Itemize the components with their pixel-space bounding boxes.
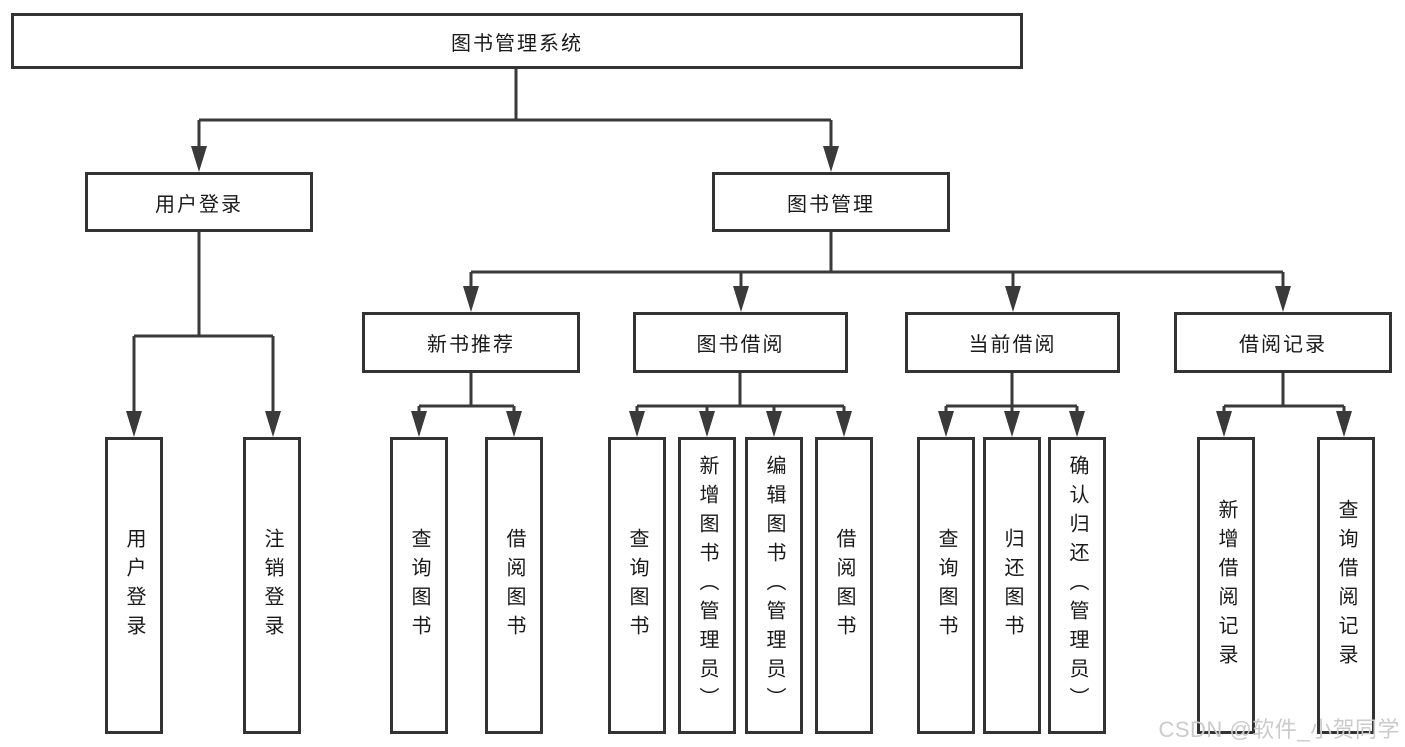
leaf-records-query-borrow-record-label: 查询借阅记录 <box>1335 498 1357 673</box>
leaf-user-login: 用户登录 <box>105 437 163 734</box>
leaf-recommend-borrow-books-label: 借阅图书 <box>503 527 525 644</box>
leaf-recommend-borrow-books: 借阅图书 <box>485 437 543 734</box>
node-borrowing-records: 借阅记录 <box>1174 312 1392 373</box>
node-borrowing-records-label: 借阅记录 <box>1239 334 1327 356</box>
leaf-current-confirm-return-admin-label: 确认归还（管理员） <box>1066 455 1088 716</box>
leaf-logout: 注销登录 <box>243 437 301 734</box>
leaf-current-query-books-label: 查询图书 <box>935 527 957 644</box>
node-new-book-recommendation: 新书推荐 <box>362 312 580 373</box>
node-book-management: 图书管理 <box>712 172 950 232</box>
leaf-borrowing-borrow-books: 借阅图书 <box>815 437 873 734</box>
leaf-user-login-label: 用户登录 <box>123 527 145 644</box>
leaf-borrowing-query-books: 查询图书 <box>608 437 666 734</box>
node-library-management-system-label: 图书管理系统 <box>451 32 583 55</box>
node-user-login: 用户登录 <box>85 172 313 232</box>
leaf-current-confirm-return-admin: 确认归还（管理员） <box>1048 437 1106 734</box>
leaf-recommend-query-books-label: 查询图书 <box>408 527 430 644</box>
node-library-management-system: 图书管理系统 <box>11 13 1023 69</box>
node-book-management-label: 图书管理 <box>787 193 875 216</box>
leaf-records-add-borrow-record-label: 新增借阅记录 <box>1215 498 1237 673</box>
leaf-current-return-books-label: 归还图书 <box>1001 527 1023 644</box>
leaf-records-query-borrow-record: 查询借阅记录 <box>1317 437 1375 734</box>
leaf-borrowing-borrow-books-label: 借阅图书 <box>833 527 855 644</box>
leaf-records-add-borrow-record: 新增借阅记录 <box>1197 437 1255 734</box>
node-new-book-recommendation-label: 新书推荐 <box>427 334 515 356</box>
leaf-borrowing-query-books-label: 查询图书 <box>626 527 648 644</box>
node-current-borrowing-label: 当前借阅 <box>968 334 1057 356</box>
leaf-logout-label: 注销登录 <box>261 527 283 644</box>
leaf-recommend-query-books: 查询图书 <box>390 437 448 734</box>
watermark-text: CSDN @软件_小贺同学 <box>1158 717 1400 742</box>
leaf-current-query-books: 查询图书 <box>917 437 975 734</box>
arrowhead-icons <box>126 146 1352 437</box>
leaf-borrowing-edit-books-admin: 编辑图书（管理员） <box>745 437 803 734</box>
node-book-borrowing-label: 图书借阅 <box>696 334 785 356</box>
leaf-borrowing-add-books-admin: 新增图书（管理员） <box>678 437 736 734</box>
leaf-current-return-books: 归还图书 <box>983 437 1041 734</box>
node-book-borrowing: 图书借阅 <box>633 312 848 373</box>
leaf-borrowing-add-books-admin-label: 新增图书（管理员） <box>696 455 718 716</box>
leaf-borrowing-edit-books-admin-label: 编辑图书（管理员） <box>763 455 785 716</box>
node-user-login-label: 用户登录 <box>155 193 243 216</box>
node-current-borrowing: 当前借阅 <box>905 312 1120 373</box>
